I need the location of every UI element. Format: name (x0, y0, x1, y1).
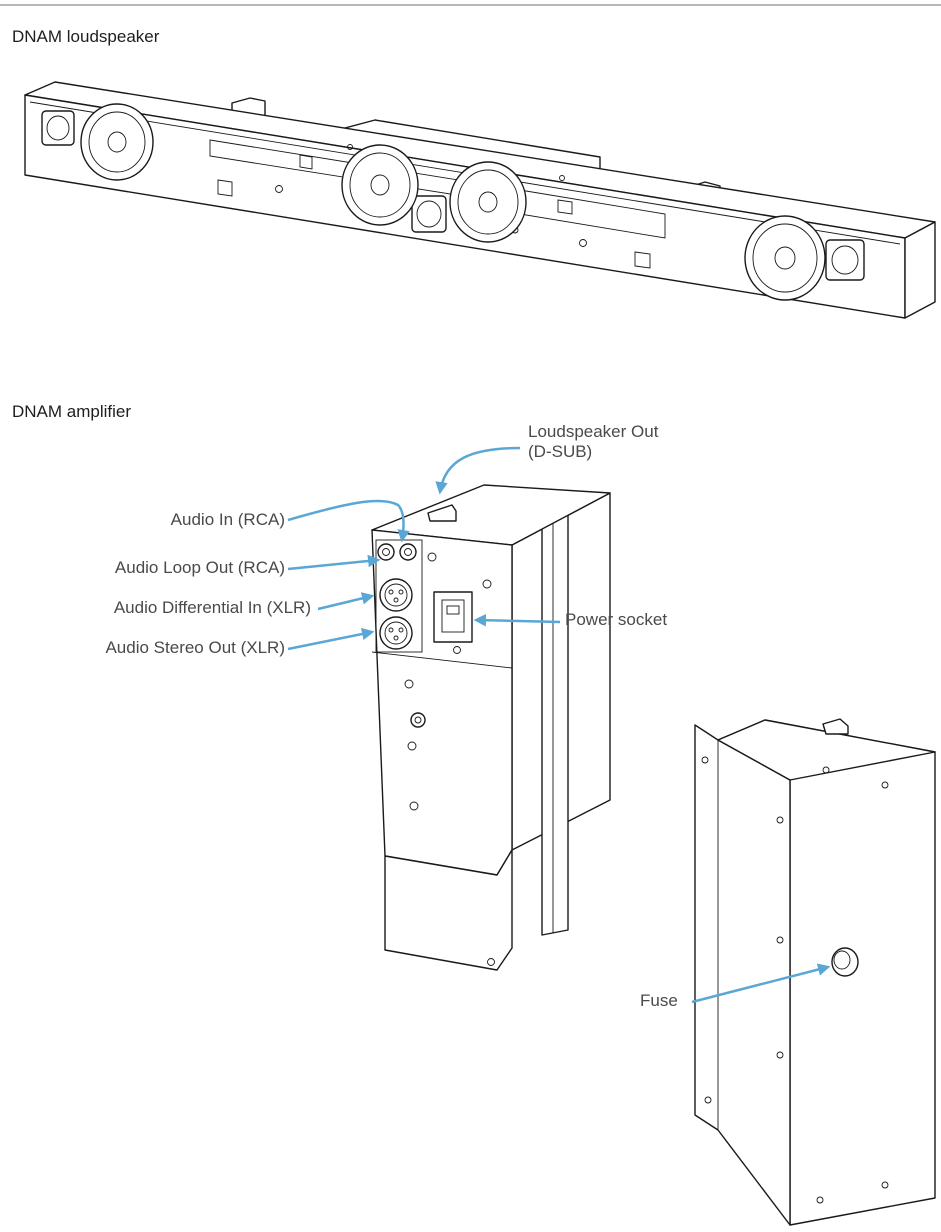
screw (822, 766, 830, 774)
arrow-audio-stereo-out (287, 627, 375, 651)
rca-connector (377, 543, 395, 561)
tweeter (411, 195, 447, 233)
woofer (449, 161, 527, 243)
loudspeaker-drawing (24, 81, 936, 319)
tweeter (41, 110, 75, 146)
screw (701, 756, 709, 764)
loudspeaker-notch (217, 179, 233, 197)
screw (347, 144, 353, 150)
screw (559, 175, 565, 181)
stud (410, 712, 426, 728)
screw (776, 1051, 784, 1059)
arrow-audio-loop-out (287, 554, 381, 571)
loudspeaker-section-title: DNAM loudspeaker (12, 27, 160, 46)
callout-fuse: Fuse (640, 991, 678, 1010)
amplifier-rear-side (694, 724, 791, 1226)
amplifier-lower-face (384, 849, 513, 971)
amplifier-section-title: DNAM amplifier (12, 402, 132, 421)
callout-loudspeaker-out-line2: (D-SUB) (528, 442, 593, 461)
screw (579, 239, 587, 247)
callout-audio-stereo-out: Audio Stereo Out (XLR) (105, 638, 285, 657)
screw (275, 185, 283, 193)
callout-power-socket: Power socket (565, 610, 668, 629)
top-rule (0, 4, 941, 6)
screw (816, 1196, 824, 1204)
arrow-loudspeaker-out (435, 446, 521, 495)
arrow-power-socket (473, 613, 561, 627)
woofer (80, 103, 154, 181)
loudspeaker-notch (557, 199, 573, 215)
callout-audio-differential-in: Audio Differential In (XLR) (113, 598, 311, 617)
arrow-audio-differential-in (317, 592, 375, 611)
screw (453, 646, 461, 654)
arrow-audio-in (287, 499, 410, 543)
tweeter (825, 239, 865, 281)
screw (881, 1181, 889, 1189)
amplifier-front-drawing (371, 484, 611, 971)
amplifier-rear-top (717, 719, 936, 781)
screw (404, 679, 414, 689)
arrow-fuse (691, 963, 831, 1004)
callout-audio-loop-out: Audio Loop Out (RCA) (114, 558, 285, 577)
dsub-connector-rear (822, 718, 849, 735)
screw (487, 958, 495, 966)
woofer (341, 144, 419, 226)
loudspeaker-notch (299, 154, 313, 170)
power-socket (433, 591, 473, 643)
screw (409, 801, 419, 811)
loudspeaker-end-face (904, 221, 936, 319)
callout-audio-in: Audio In (RCA) (170, 510, 285, 529)
woofer (744, 215, 826, 301)
dsub-connector (427, 504, 457, 522)
screw (776, 816, 784, 824)
loudspeaker-notch (634, 251, 651, 269)
rca-connector (399, 543, 417, 561)
fuse-holder (831, 947, 859, 977)
xlr-connector (379, 616, 413, 650)
callout-loudspeaker-out: Loudspeaker Out (D-SUB) (528, 422, 658, 462)
screw (427, 552, 437, 562)
screw (881, 781, 889, 789)
callout-arrows (287, 446, 831, 1004)
amplifier-rear-drawing (694, 718, 936, 1226)
callout-loudspeaker-out-line1: Loudspeaker Out (528, 422, 659, 441)
screw (407, 741, 417, 751)
screw (776, 936, 784, 944)
amplifier-panel-divider (371, 651, 513, 669)
amplifier-heatsink (541, 509, 569, 936)
xlr-connector (379, 578, 413, 612)
screw (482, 579, 492, 589)
screw (704, 1096, 712, 1104)
